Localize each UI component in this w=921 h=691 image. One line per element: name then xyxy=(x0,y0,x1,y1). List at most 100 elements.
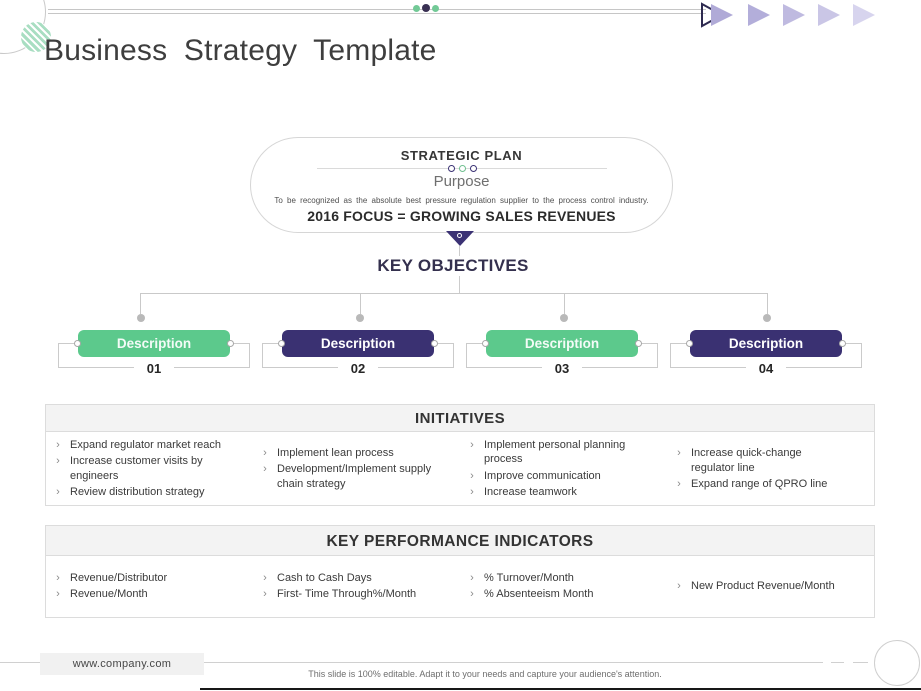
chevron-bullet-icon: › xyxy=(677,446,681,459)
list-item: ›Revenue/Month xyxy=(52,587,225,602)
strategic-plan-panel[interactable]: STRATEGIC PLAN Purpose To be recognized … xyxy=(250,137,673,233)
list-item: › First- Time Through%/Month xyxy=(259,587,432,602)
kpi-text: % Absenteeism Month xyxy=(484,588,594,601)
purple-dot-icon xyxy=(422,4,430,12)
list-item: › Expand regulator market reach xyxy=(52,438,225,453)
branch-line xyxy=(140,293,141,314)
objective-box-3[interactable]: Description xyxy=(482,330,642,357)
anchor-dot-icon xyxy=(482,340,489,347)
green-dot-icon xyxy=(432,5,439,12)
list-item: ›Expand range of QPRO line xyxy=(673,477,846,492)
footer-line xyxy=(853,662,868,663)
list-item: › % Absenteeism Month xyxy=(466,587,639,602)
chevron-bullet-icon: › xyxy=(470,438,474,451)
connector-dot-icon xyxy=(560,314,568,322)
forward-arrow-icon xyxy=(818,4,840,26)
anchor-dot-icon xyxy=(74,340,81,347)
initiatives-section: INITIATIVES › Expand regulator market rea… xyxy=(45,404,875,507)
website-link[interactable]: www.company.com xyxy=(40,653,204,675)
objective-number: 03 xyxy=(542,361,582,376)
objective-label: Description xyxy=(320,336,396,351)
initiatives-column-2: › Implement lean process ›Development/Imp… xyxy=(253,444,460,493)
green-dot-icon xyxy=(413,5,420,12)
objective-box-4[interactable]: Description xyxy=(686,330,846,357)
ring-icon xyxy=(459,165,466,172)
kpi-text: % Turnover/Month xyxy=(484,571,574,584)
initiative-text: Increase customer visits by engineers xyxy=(70,454,203,482)
initiative-text: Review distribution strategy xyxy=(70,486,205,499)
anchor-dot-icon xyxy=(635,340,642,347)
kpi-text: New Product Revenue/Month xyxy=(691,580,835,593)
list-item: › Implement lean process xyxy=(259,446,432,461)
connector-dot-icon xyxy=(356,314,364,322)
initiative-text: Expand range of QPRO line xyxy=(691,477,828,490)
connector-dot-icon xyxy=(137,314,145,322)
anchor-dot-icon xyxy=(431,340,438,347)
kpi-column-2: ›Cash to Cash Days ›First- Time Through%… xyxy=(253,569,460,603)
page-title: Business Strategy Template xyxy=(44,34,437,67)
editable-note: This slide is 100% editable. Adapt it to… xyxy=(308,669,662,679)
kpi-column-4: › New Product Revenue/Month xyxy=(667,578,874,596)
anchor-dot-icon xyxy=(227,340,234,347)
objective-box-2[interactable]: Description xyxy=(278,330,438,357)
list-item: › Review distribution strategy xyxy=(52,485,225,500)
footer-circle-decoration xyxy=(874,640,920,686)
initiative-text: Expand regulator market reach xyxy=(70,438,222,451)
list-item: ›Implement personal planning process xyxy=(466,438,639,468)
branch-line xyxy=(767,293,768,314)
branch-line xyxy=(140,293,768,294)
objective-number: 01 xyxy=(134,361,174,376)
strategic-plan-heading: STRATEGIC PLAN xyxy=(400,148,523,163)
chevron-bullet-icon: › xyxy=(470,571,474,584)
list-item: › Increase teamwork xyxy=(466,485,639,500)
chevron-bullet-icon: › xyxy=(56,454,60,467)
initiatives-heading: INITIATIVES xyxy=(45,404,875,432)
chevron-bullet-icon: › xyxy=(263,446,267,459)
kpi-text: Revenue/Distributor xyxy=(70,571,168,584)
anchor-dot-icon xyxy=(686,340,693,347)
kpi-body: ›Revenue/Distributor ›Revenue/Month ›Cas… xyxy=(45,556,875,618)
chevron-bullet-icon: › xyxy=(263,571,267,584)
ring-icon xyxy=(470,165,477,172)
objective-label: Description xyxy=(728,336,804,351)
initiatives-column-4: ›Increase quick-change regulator line ›E… xyxy=(667,444,874,493)
branch-line xyxy=(564,293,565,314)
kpi-column-3: › % Turnover/Month › % Absenteeism Month xyxy=(460,569,667,603)
objective-box-1[interactable]: Description xyxy=(74,330,234,357)
chevron-bullet-icon: › xyxy=(56,588,60,601)
list-item: › New Product Revenue/Month xyxy=(673,579,846,594)
focus-text: 2016 FOCUS = GROWING SALES REVENUES xyxy=(307,208,616,224)
kpi-text: First- Time Through%/Month xyxy=(277,588,417,601)
kpi-section: KEY PERFORMANCE INDICATORS ›Revenue/Dist… xyxy=(45,525,875,618)
objective-number: 02 xyxy=(338,361,378,376)
chevron-bullet-icon: › xyxy=(470,588,474,601)
chevron-bullet-icon: › xyxy=(470,486,474,499)
objective-number: 04 xyxy=(746,361,786,376)
forward-arrow-icon xyxy=(748,4,770,26)
initiatives-body: ›Expand regulator market reach ›Increase… xyxy=(45,432,875,507)
initiative-text: Implement lean process xyxy=(277,446,394,459)
chevron-bullet-icon: › xyxy=(56,438,60,451)
chevron-bullet-icon: › xyxy=(263,588,267,601)
purpose-text: To be recognized as the absolute best pr… xyxy=(274,196,649,205)
forward-arrow-icon xyxy=(853,4,875,26)
chevron-bullet-icon: › xyxy=(263,463,267,476)
footer-line xyxy=(0,662,823,663)
initiative-text: Improve communication xyxy=(484,469,601,482)
ring-icon xyxy=(448,165,455,172)
initiatives-column-1: › Expand regulator market reach › Increase… xyxy=(46,436,253,501)
list-item: ›Revenue/Distributor xyxy=(52,571,225,586)
kpi-column-1: ›Revenue/Distributor ›Revenue/Month xyxy=(46,569,253,603)
list-item: ›Increase quick-change regulator line xyxy=(673,446,846,476)
branch-line xyxy=(360,293,361,314)
list-item: ›Development/Implement supply chain stra… xyxy=(259,462,432,492)
chevron-bullet-icon: › xyxy=(677,580,681,593)
initiative-text: Increase teamwork xyxy=(484,486,577,499)
chevron-bullet-icon: › xyxy=(56,486,60,499)
strategic-plan-divider xyxy=(251,164,672,173)
connector-dot-icon xyxy=(763,314,771,322)
top-divider-line xyxy=(48,9,706,14)
footer-line xyxy=(831,662,844,663)
list-item: › % Turnover/Month xyxy=(466,571,639,586)
